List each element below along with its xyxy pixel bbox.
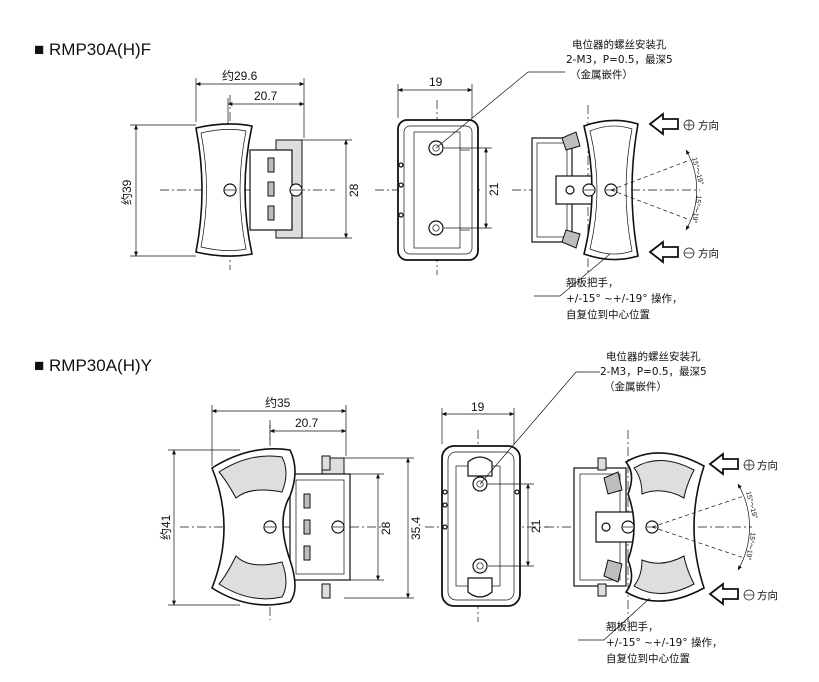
- svg-text:15°～19°: 15°～19°: [690, 156, 705, 185]
- front-view: 19 21: [375, 71, 565, 275]
- dim-to-center: 20.7: [254, 89, 278, 103]
- plus-direction-arrow: [708, 452, 739, 476]
- dim-front-width: 19: [429, 75, 443, 89]
- minus-direction-arrow: [708, 582, 739, 606]
- operation-note: 翘板把手， +/-15° ~+/-19° 操作， 自复位到中心位置: [606, 620, 722, 665]
- dim-overall-width: 约35: [265, 395, 291, 410]
- svg-text:翘板把手，: 翘板把手，: [566, 276, 619, 289]
- front-view: 19 21: [425, 371, 600, 622]
- dim-body-height: 28: [379, 521, 393, 535]
- svg-text:（金属嵌件）: （金属嵌件）: [604, 380, 667, 393]
- svg-text:方向: 方向: [698, 119, 719, 132]
- dim-overall-width: 约29.6: [222, 68, 258, 83]
- svg-text:15°～19°: 15°～19°: [744, 490, 759, 519]
- svg-text:自复位到中心位置: 自复位到中心位置: [606, 652, 690, 665]
- dim-hole-pitch: 21: [529, 519, 543, 533]
- dim-hole-pitch: 21: [487, 182, 501, 196]
- section-rmp30a-h-y: ■ RMP30A(H)Y 约35: [34, 350, 778, 665]
- svg-text:15°～19°: 15°～19°: [744, 532, 757, 561]
- svg-text:15°～19°: 15°～19°: [690, 195, 703, 224]
- svg-text:翘板把手，: 翘板把手，: [606, 620, 659, 633]
- section-title: ■ RMP30A(H)Y: [34, 356, 152, 375]
- svg-text:电位器的螺丝安装孔: 电位器的螺丝安装孔: [606, 350, 701, 363]
- dim-height: 约39: [119, 179, 134, 205]
- dim-body-height: 28: [347, 183, 361, 197]
- plus-direction-arrow: [648, 112, 679, 136]
- svg-text:2-M3，P=0.5，最深5: 2-M3，P=0.5，最深5: [566, 54, 673, 66]
- svg-text:方向: 方向: [757, 459, 778, 472]
- hole-note: 电位器的螺丝安装孔 2-M3，P=0.5，最深5 （金属嵌件）: [566, 38, 673, 81]
- dim-to-center: 20.7: [295, 416, 319, 430]
- side-view: 约29.6 20.7 约39 28: [119, 68, 361, 270]
- rear-view: 15°～19° 15°～19° 方向 方向: [512, 105, 719, 297]
- section-title: ■ RMP30A(H)F: [34, 40, 151, 59]
- side-view: 约35 20.7 约41 28 35.4: [158, 395, 423, 620]
- svg-text:2-M3，P=0.5，最深5: 2-M3，P=0.5，最深5: [600, 366, 707, 378]
- operation-note: 翘板把手， +/-15° ~+/-19° 操作， 自复位到中心位置: [566, 276, 682, 321]
- dim-height: 约41: [158, 514, 173, 540]
- svg-text:（金属嵌件）: （金属嵌件）: [570, 68, 633, 81]
- hole-note: 电位器的螺丝安装孔 2-M3，P=0.5，最深5 （金属嵌件）: [600, 350, 707, 393]
- svg-text:自复位到中心位置: 自复位到中心位置: [566, 308, 650, 321]
- dim-outer-height: 35.4: [409, 516, 423, 540]
- rear-view: 15°～19° 15°～19° 方向 方向: [545, 430, 778, 641]
- svg-text:电位器的螺丝安装孔: 电位器的螺丝安装孔: [572, 38, 667, 51]
- svg-text:方向: 方向: [757, 589, 778, 602]
- svg-text:+/-15° ~+/-19° 操作，: +/-15° ~+/-19° 操作，: [606, 636, 722, 649]
- svg-text:+/-15° ~+/-19° 操作，: +/-15° ~+/-19° 操作，: [566, 292, 682, 305]
- dim-front-width: 19: [471, 400, 485, 414]
- section-rmp30a-h-f: ■ RMP30A(H)F 约29.6 20.7: [34, 38, 719, 321]
- svg-text:方向: 方向: [698, 247, 719, 260]
- minus-direction-arrow: [648, 240, 679, 264]
